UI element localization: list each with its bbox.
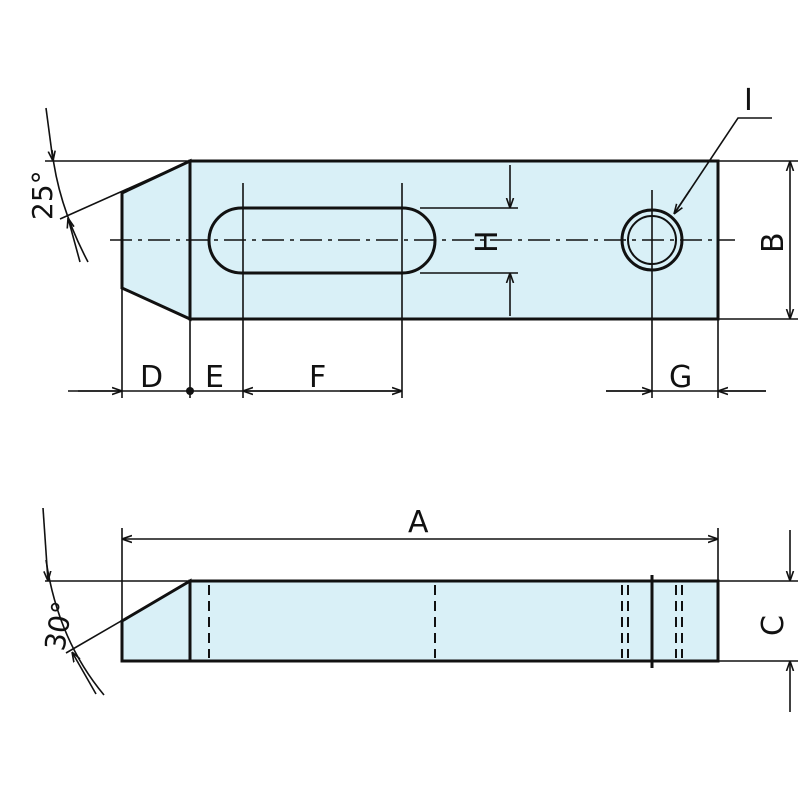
angle-top-ext: [59, 160, 191, 220]
label-g: G: [669, 360, 692, 395]
label-c: C: [756, 615, 791, 636]
label-a: A: [408, 505, 429, 540]
label-b: B: [756, 232, 791, 253]
side-view: A C 30°: [38, 505, 798, 712]
label-h: H: [470, 230, 505, 253]
dim-dot: [186, 387, 194, 395]
label-f: F: [309, 360, 326, 395]
label-d: D: [140, 360, 163, 395]
angle-bottom-ext: [65, 580, 191, 654]
angle-bottom-label: 30°: [38, 599, 79, 654]
angle-top-arc: [51, 149, 89, 263]
side-view-nose: [120, 578, 192, 663]
angle-top-label: 25°: [26, 170, 59, 220]
label-i: I: [744, 83, 753, 118]
top-view: D E F G I B H 25°: [26, 83, 798, 398]
label-e: E: [205, 360, 224, 395]
leader-i: [673, 117, 772, 215]
side-view-body: [188, 579, 720, 663]
